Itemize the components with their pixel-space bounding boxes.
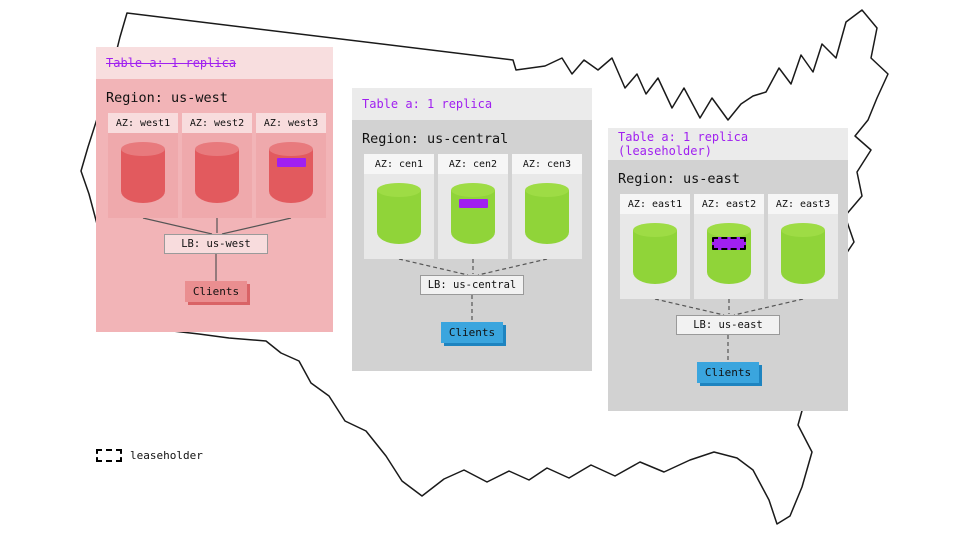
az-body <box>256 133 326 218</box>
region-panel-us-west: Table a: 1 replica Region: us-west AZ: w… <box>96 47 333 332</box>
lb-to-clients-link <box>727 335 729 362</box>
database-cylinder-icon <box>377 183 421 244</box>
az-label: AZ: cen1 <box>364 154 434 174</box>
database-cylinder-icon <box>269 142 313 203</box>
lb-to-clients-link <box>471 295 473 322</box>
az-body <box>438 174 508 259</box>
az-box-cen2: AZ: cen2 <box>438 154 508 259</box>
az-body <box>108 133 178 218</box>
az-body <box>694 214 764 299</box>
database-cylinder-icon <box>195 142 239 203</box>
az-box-west3: AZ: west3 <box>256 113 326 218</box>
az-to-lb-links <box>654 299 804 315</box>
replica-indicator <box>277 158 306 167</box>
az-to-lb-links <box>142 218 292 234</box>
region-title-us-west: Region: us-west <box>106 90 228 106</box>
table-replica-header: Table a: 1 replica (leaseholder) <box>608 128 848 160</box>
az-row: AZ: east1 AZ: east2 AZ: east3 <box>620 194 838 299</box>
az-to-lb-links <box>398 259 548 275</box>
region-title-us-east: Region: us-east <box>618 171 740 187</box>
clients-box-us-west: Clients <box>185 281 247 302</box>
region-title-us-central: Region: us-central <box>362 131 509 147</box>
az-box-cen3: AZ: cen3 <box>512 154 582 259</box>
lb-to-clients-link <box>215 254 217 281</box>
az-label: AZ: west1 <box>108 113 178 133</box>
database-cylinder-icon <box>781 223 825 284</box>
az-label: AZ: cen3 <box>512 154 582 174</box>
database-cylinder-icon <box>633 223 677 284</box>
az-body <box>512 174 582 259</box>
leaseholder-indicator <box>712 237 746 250</box>
az-body <box>620 214 690 299</box>
az-body <box>364 174 434 259</box>
table-replica-header: Table a: 1 replica <box>96 47 333 79</box>
leaseholder-legend-icon <box>96 449 122 462</box>
table-replica-label: Table a: 1 replica <box>106 56 237 70</box>
replica-indicator <box>459 199 488 208</box>
database-cylinder-icon <box>707 223 751 284</box>
load-balancer-us-east: LB: us-east <box>676 315 780 335</box>
database-cylinder-icon <box>451 183 495 244</box>
az-row: AZ: cen1 AZ: cen2 AZ: cen3 <box>364 154 582 259</box>
load-balancer-us-central: LB: us-central <box>420 275 524 295</box>
load-balancer-us-west: LB: us-west <box>164 234 268 254</box>
legend-label: leaseholder <box>130 449 203 462</box>
clients-box-us-central: Clients <box>441 322 503 343</box>
az-label: AZ: cen2 <box>438 154 508 174</box>
az-box-cen1: AZ: cen1 <box>364 154 434 259</box>
az-label: AZ: west3 <box>256 113 326 133</box>
az-body <box>182 133 252 218</box>
az-box-east2: AZ: east2 <box>694 194 764 299</box>
az-label: AZ: east1 <box>620 194 690 214</box>
az-box-west1: AZ: west1 <box>108 113 178 218</box>
region-panel-us-east: Table a: 1 replica (leaseholder) Region:… <box>608 128 848 411</box>
database-cylinder-icon <box>525 183 569 244</box>
region-panel-us-central: Table a: 1 replica Region: us-central AZ… <box>352 88 592 371</box>
az-box-east3: AZ: east3 <box>768 194 838 299</box>
table-replica-label: Table a: 1 replica <box>362 97 493 111</box>
az-label: AZ: west2 <box>182 113 252 133</box>
table-replica-label: Table a: 1 replica (leaseholder) <box>618 130 749 158</box>
legend: leaseholder <box>96 449 203 462</box>
az-box-west2: AZ: west2 <box>182 113 252 218</box>
az-box-east1: AZ: east1 <box>620 194 690 299</box>
clients-box-us-east: Clients <box>697 362 759 383</box>
database-cylinder-icon <box>121 142 165 203</box>
az-row: AZ: west1 AZ: west2 AZ: west3 <box>108 113 326 218</box>
az-label: AZ: east2 <box>694 194 764 214</box>
az-label: AZ: east3 <box>768 194 838 214</box>
az-body <box>768 214 838 299</box>
table-replica-header: Table a: 1 replica <box>352 88 592 120</box>
